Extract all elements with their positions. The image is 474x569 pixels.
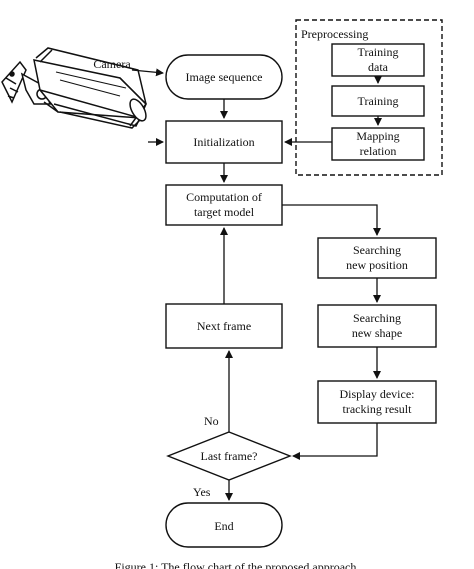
searching-shape-label-2: new shape <box>352 326 402 340</box>
computation-label-2: target model <box>194 205 255 219</box>
searching-shape-node <box>317 304 437 348</box>
searching-position-label-1: Searching <box>353 243 401 257</box>
mapping-relation-label-1: Mapping <box>356 129 399 143</box>
initialization-node <box>165 120 283 164</box>
training-data-label-1: Training <box>358 45 399 59</box>
display-device-label-2: tracking result <box>343 402 413 416</box>
end-node <box>165 502 283 548</box>
end-label: End <box>214 519 233 533</box>
figure-caption: Figure 1: The flow chart of the proposed… <box>115 560 360 569</box>
edge-computation-to-searching-position <box>282 204 381 236</box>
initialization-label: Initialization <box>193 135 254 149</box>
preprocessing-title: Preprocessing <box>301 27 368 41</box>
camera-icon <box>1 47 147 129</box>
searching-shape-label-1: Searching <box>353 311 401 325</box>
computation-node <box>165 184 283 226</box>
mapping-relation-label-2: relation <box>360 144 397 158</box>
edge-camera-to-image-sequence <box>131 68 164 77</box>
mapping-relation-box <box>331 127 425 161</box>
image-sequence-label: Image sequence <box>186 70 263 84</box>
next-frame-label: Next frame <box>197 319 251 333</box>
training-label: Training <box>358 94 399 108</box>
training-data-box <box>331 43 425 77</box>
camera-label: Camera <box>93 57 131 71</box>
training-box <box>331 85 425 117</box>
edge-display-to-last-frame <box>292 423 378 460</box>
display-device-label-1: Display device: <box>340 387 415 401</box>
yes-edge-label: Yes <box>193 485 211 499</box>
no-edge-label: No <box>204 414 219 428</box>
training-data-label-2: data <box>368 60 389 74</box>
searching-position-label-2: new position <box>346 258 408 272</box>
preprocessing-container <box>295 19 443 176</box>
computation-label-1: Computation of <box>186 190 262 204</box>
last-frame-label: Last frame? <box>201 449 258 463</box>
next-frame-node <box>165 303 283 349</box>
